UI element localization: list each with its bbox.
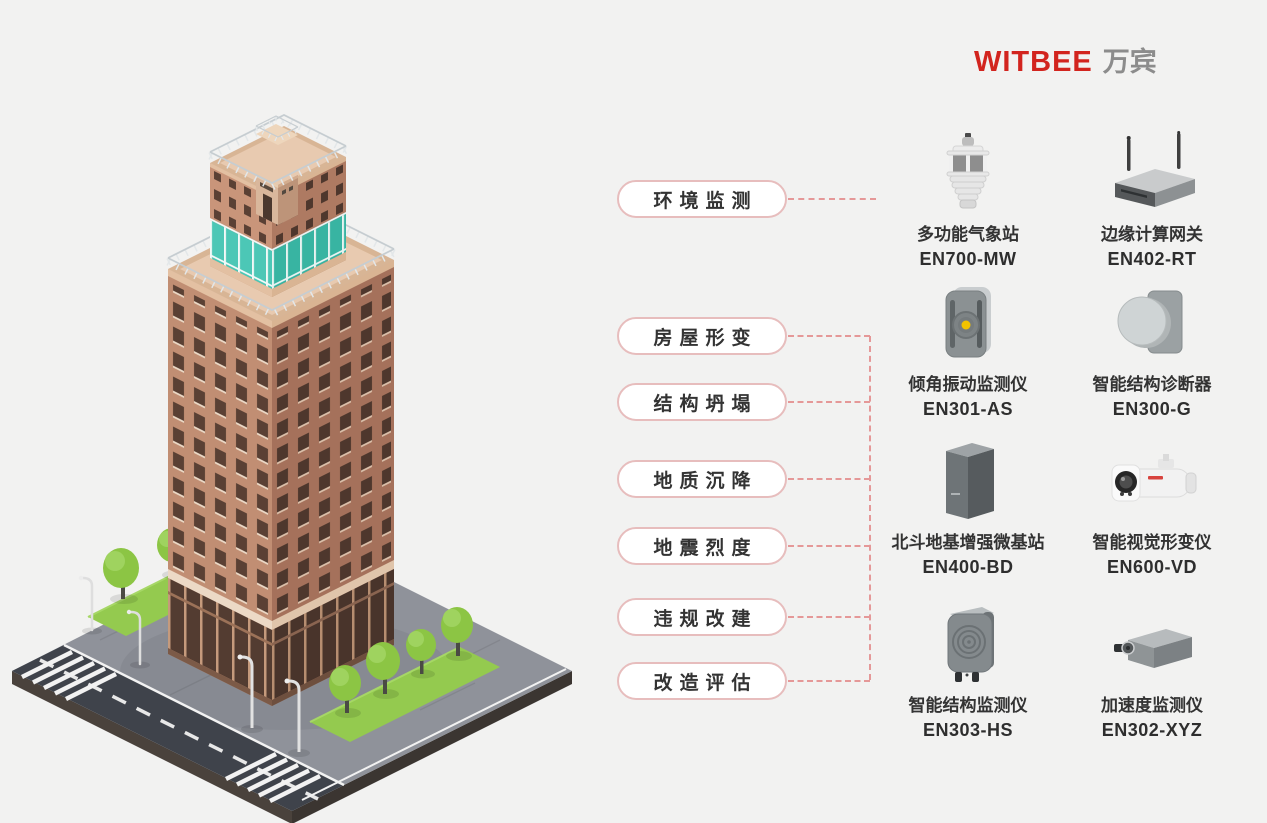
tag-house-deformation: 房屋形变 bbox=[617, 317, 787, 355]
beidou-base-station-image bbox=[874, 437, 1062, 523]
product-model: EN600-VD bbox=[1106, 557, 1198, 577]
visual-deformation-camera-image bbox=[1058, 437, 1246, 523]
tag-geological-settlement: 地质沉降 bbox=[617, 460, 787, 498]
product-model: EN301-AS bbox=[922, 399, 1014, 419]
brand-logo: WITBEE 万宾 bbox=[974, 40, 1157, 79]
structure-diagnoser-image bbox=[1058, 279, 1246, 365]
crosswalk bbox=[20, 649, 322, 804]
street-lamp-icon bbox=[78, 575, 150, 669]
structure-monitor-image bbox=[874, 600, 1062, 686]
connector-line bbox=[788, 616, 870, 618]
connector-line bbox=[788, 198, 876, 200]
product-card: 加速度监测仪 EN302-XYZ bbox=[1058, 600, 1246, 742]
accelerometer-image bbox=[1058, 600, 1246, 686]
product-name: 智能视觉形变仪 bbox=[1092, 533, 1212, 552]
tree-icon bbox=[329, 607, 473, 718]
product-card: 倾角振动监测仪 EN301-AS bbox=[874, 279, 1062, 421]
product-model: EN700-MW bbox=[919, 249, 1017, 269]
connector-line bbox=[788, 335, 870, 337]
product-card: 智能视觉形变仪 EN600-VD bbox=[1058, 437, 1246, 579]
product-name: 智能结构监测仪 bbox=[908, 696, 1028, 715]
tag-structure-collapse: 结构坍塌 bbox=[617, 383, 787, 421]
connector-bus-line bbox=[869, 336, 871, 680]
product-card: 边缘计算网关 EN402-RT bbox=[1058, 129, 1246, 271]
product-card: 智能结构诊断器 EN300-G bbox=[1058, 279, 1246, 421]
connector-line bbox=[788, 680, 870, 682]
product-name: 加速度监测仪 bbox=[1101, 696, 1203, 715]
product-name: 北斗地基增强微基站 bbox=[891, 533, 1045, 552]
product-name: 倾角振动监测仪 bbox=[908, 375, 1028, 394]
weather-station-image bbox=[874, 129, 1062, 215]
tag-environment-monitoring: 环境监测 bbox=[617, 180, 787, 218]
connector-line bbox=[788, 478, 870, 480]
street-lamp-icon bbox=[237, 654, 310, 757]
product-name: 多功能气象站 bbox=[917, 225, 1019, 244]
product-model: EN400-BD bbox=[922, 557, 1014, 577]
isometric-building-icon bbox=[12, 113, 572, 823]
product-model: EN300-G bbox=[1112, 399, 1192, 419]
product-card: 智能结构监测仪 EN303-HS bbox=[874, 600, 1062, 742]
tag-renovation-assessment: 改造评估 bbox=[617, 662, 787, 700]
tilt-vibration-monitor-image bbox=[874, 279, 1062, 365]
penthouse bbox=[254, 115, 300, 225]
tower bbox=[166, 113, 396, 706]
product-model: EN303-HS bbox=[922, 720, 1014, 740]
tag-earthquake-intensity: 地震烈度 bbox=[617, 527, 787, 565]
product-name: 边缘计算网关 bbox=[1101, 225, 1203, 244]
product-model: EN402-RT bbox=[1107, 249, 1197, 269]
edge-gateway-image bbox=[1058, 129, 1246, 215]
product-name: 智能结构诊断器 bbox=[1092, 375, 1212, 394]
product-card: 北斗地基增强微基站 EN400-BD bbox=[874, 437, 1062, 579]
product-card: 多功能气象站 EN700-MW bbox=[874, 129, 1062, 271]
brand-logo-cn: 万宾 bbox=[1102, 47, 1157, 77]
curb-line bbox=[301, 668, 567, 801]
brand-logo-text: WITBEE bbox=[974, 46, 1093, 78]
road bbox=[12, 643, 345, 811]
tag-illegal-reconstruction: 违规改建 bbox=[617, 598, 787, 636]
product-model: EN302-XYZ bbox=[1101, 720, 1203, 740]
connector-line bbox=[788, 545, 870, 547]
connector-line bbox=[788, 401, 870, 403]
